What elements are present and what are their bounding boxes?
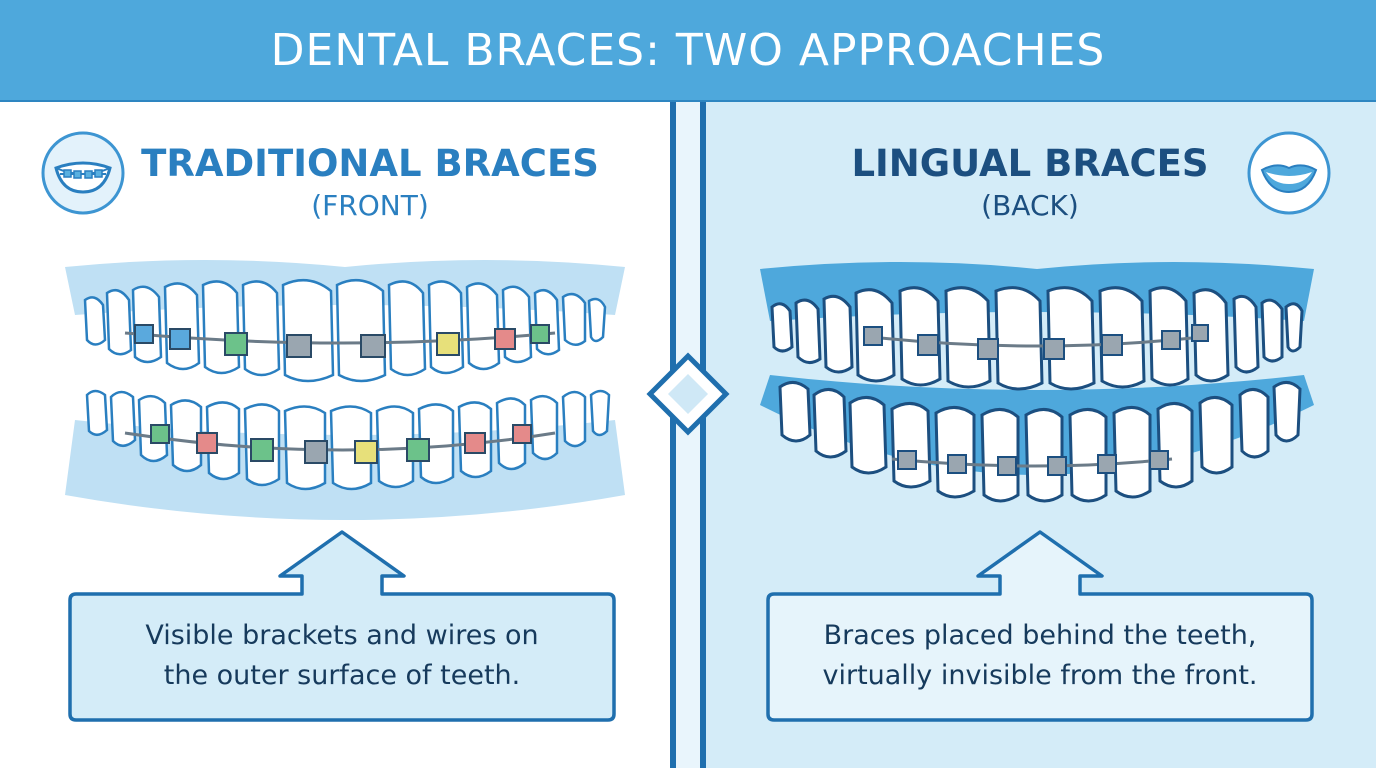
- smile-icon: [1247, 131, 1331, 215]
- divider-line-left: [670, 102, 676, 768]
- lingual-braces-teeth-illustration: [760, 262, 1314, 503]
- lingual-title-block: LINGUAL BRACES (BACK): [790, 142, 1270, 226]
- lingual-subtitle: (BACK): [981, 189, 1079, 222]
- traditional-description: Visible brackets and wires on the outer …: [80, 600, 604, 712]
- traditional-subtitle: (FRONT): [311, 189, 429, 222]
- lingual-description: Braces placed behind the teeth, virtuall…: [778, 600, 1302, 712]
- traditional-braces-teeth-illustration: [65, 260, 625, 520]
- traditional-title-block: TRADITIONAL BRACES (FRONT): [130, 142, 610, 226]
- lingual-title: LINGUAL BRACES: [851, 142, 1209, 185]
- divider-diamond: [646, 352, 730, 436]
- traditional-title: TRADITIONAL BRACES: [141, 142, 599, 185]
- traditional-description-line-2: the outer surface of teeth.: [163, 660, 521, 691]
- lingual-description-line-2: virtually invisible from the front.: [822, 660, 1258, 691]
- header-banner: DENTAL BRACES: TWO APPROACHES: [0, 0, 1376, 102]
- lingual-description-line-1: Braces placed behind the teeth,: [823, 620, 1257, 651]
- smile-with-braces-icon: [41, 131, 125, 215]
- center-divider: [670, 102, 706, 768]
- lingual-callout-box: [766, 530, 1314, 722]
- traditional-description-line-1: Visible brackets and wires on: [145, 620, 539, 651]
- page-title: DENTAL BRACES: TWO APPROACHES: [270, 24, 1106, 76]
- divider-line-right: [700, 102, 706, 768]
- traditional-callout-box: [68, 530, 616, 722]
